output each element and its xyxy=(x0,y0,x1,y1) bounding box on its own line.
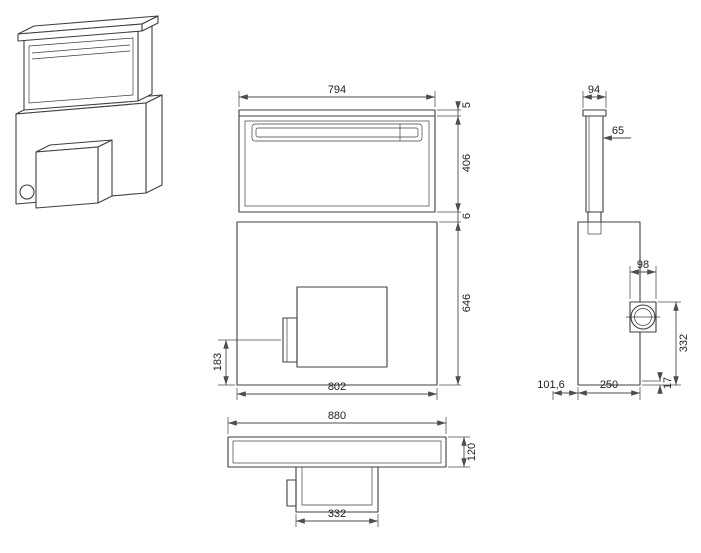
iso-outlet-circle xyxy=(19,184,35,200)
iso-panel-side xyxy=(137,23,153,102)
dim-side-panel-depth: 94 xyxy=(588,84,600,96)
dim-side-outlet-height: 332 xyxy=(678,334,690,352)
dim-front-body-height: 646 xyxy=(461,294,473,312)
dim-front-panel-height: 406 xyxy=(461,154,473,172)
dim-side-body-depth: 250 xyxy=(600,379,618,391)
dim-front-cap-height: 5 xyxy=(461,102,473,108)
dim-front-bottom-width: 802 xyxy=(328,381,346,393)
side-panel-outline xyxy=(585,115,604,213)
iso-light-strip-line xyxy=(31,44,131,54)
plan-duct-outline xyxy=(295,466,379,513)
plan-junction-tab xyxy=(286,479,297,507)
plan-duct-inner xyxy=(301,467,373,506)
dim-front-top-width: 794 xyxy=(328,84,346,96)
iso-body-side xyxy=(145,94,163,194)
dim-plan-duct-width: 332 xyxy=(328,508,346,520)
iso-panel-frame xyxy=(28,37,134,104)
iso-panel-front xyxy=(23,30,139,111)
iso-cap-front xyxy=(17,23,143,42)
front-junction-tab xyxy=(282,317,298,363)
side-neck-outline xyxy=(587,211,602,223)
dim-side-outlet-width: 98 xyxy=(637,259,649,271)
dim-plan-total-width: 880 xyxy=(328,410,346,422)
side-view: 94 65 98 332 17 101,6 250 xyxy=(537,84,690,400)
front-panel-frame xyxy=(244,120,430,207)
side-cap-outline xyxy=(582,109,607,117)
dim-plan-depth: 120 xyxy=(466,443,478,461)
dim-front-gap: 6 xyxy=(461,213,473,219)
front-body-outline xyxy=(236,221,438,386)
front-panel-outline xyxy=(238,109,436,213)
iso-blower-side xyxy=(97,139,113,204)
front-light-strip-inner xyxy=(255,127,419,138)
dim-side-edge: 17 xyxy=(662,377,674,389)
iso-blower-front xyxy=(35,146,99,209)
plan-body-outline xyxy=(227,436,447,468)
front-light-strip xyxy=(251,123,423,142)
iso-light-strip-line xyxy=(31,50,131,60)
isometric-view xyxy=(15,15,163,209)
dim-side-front-offset: 101,6 xyxy=(537,379,565,391)
front-view: 794 5 406 6 646 183 802 xyxy=(212,84,473,400)
plan-view: 880 120 332 xyxy=(227,410,478,527)
dim-side-top-offset: 65 xyxy=(612,125,624,137)
plan-body-inner xyxy=(232,440,442,464)
dim-front-outlet-offset: 183 xyxy=(212,353,224,371)
